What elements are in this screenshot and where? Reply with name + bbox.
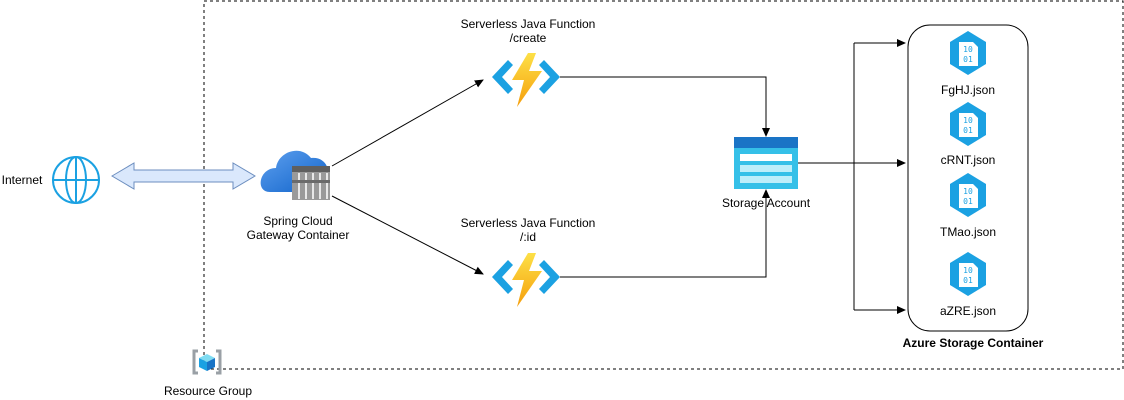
storage-account-label: Storage Account — [721, 196, 811, 210]
blob-name-tmao: TMao.json — [939, 225, 997, 239]
svg-text:10: 10 — [963, 116, 973, 125]
svg-text:10: 10 — [963, 266, 973, 275]
svg-text:01: 01 — [963, 126, 973, 135]
blob-icon-fghj: 10 01 — [950, 31, 986, 75]
function-create-label-line2: /create — [509, 31, 547, 45]
blob-icon-crnt: 10 01 — [950, 102, 986, 146]
svg-text:10: 10 — [963, 45, 973, 54]
blob-name-crnt: cRNT.json — [940, 153, 996, 167]
storage-fanout-arrows — [798, 39, 906, 314]
globe-icon — [52, 156, 100, 204]
gateway-label-line1: Spring Cloud — [263, 214, 333, 228]
function-create-lightning-icon — [492, 53, 560, 107]
cloud-gateway-icon — [260, 150, 330, 200]
svg-text:01: 01 — [963, 197, 973, 206]
internet-label: Internet — [1, 173, 43, 187]
internet-gateway-bidirectional-arrow — [111, 162, 256, 190]
resource-group-label: Resource Group — [163, 384, 253, 398]
function-id-lightning-icon — [492, 253, 560, 307]
id-to-storage-arrow — [560, 189, 770, 278]
create-to-storage-arrow — [560, 76, 770, 137]
gateway-to-id-arrow — [331, 195, 484, 275]
function-id-label-line1: Serverless Java Function — [460, 216, 596, 230]
svg-text:01: 01 — [963, 55, 973, 64]
svg-text:01: 01 — [963, 276, 973, 285]
blob-name-azre: aZRE.json — [939, 304, 997, 318]
svg-text:10: 10 — [963, 187, 973, 196]
resource-group-boundary — [203, 0, 1124, 370]
gateway-label-line2: Gateway Container — [246, 228, 350, 242]
blob-name-fghj: FgHJ.json — [940, 83, 996, 97]
function-create-label: Serverless Java Function /create — [446, 17, 610, 45]
resource-group-icon — [192, 349, 222, 375]
gateway-label: Spring Cloud Gateway Container — [228, 214, 368, 242]
gateway-to-create-arrow — [331, 79, 484, 167]
blob-icon-azre: 10 01 — [950, 252, 986, 296]
storage-account-icon — [734, 137, 798, 189]
function-create-label-line1: Serverless Java Function — [460, 17, 596, 31]
storage-container-title: Azure Storage Container — [902, 336, 1044, 350]
function-id-label: Serverless Java Function /:id — [446, 216, 610, 244]
blob-icon-tmao: 10 01 — [950, 173, 986, 217]
function-id-label-line2: /:id — [519, 230, 536, 244]
